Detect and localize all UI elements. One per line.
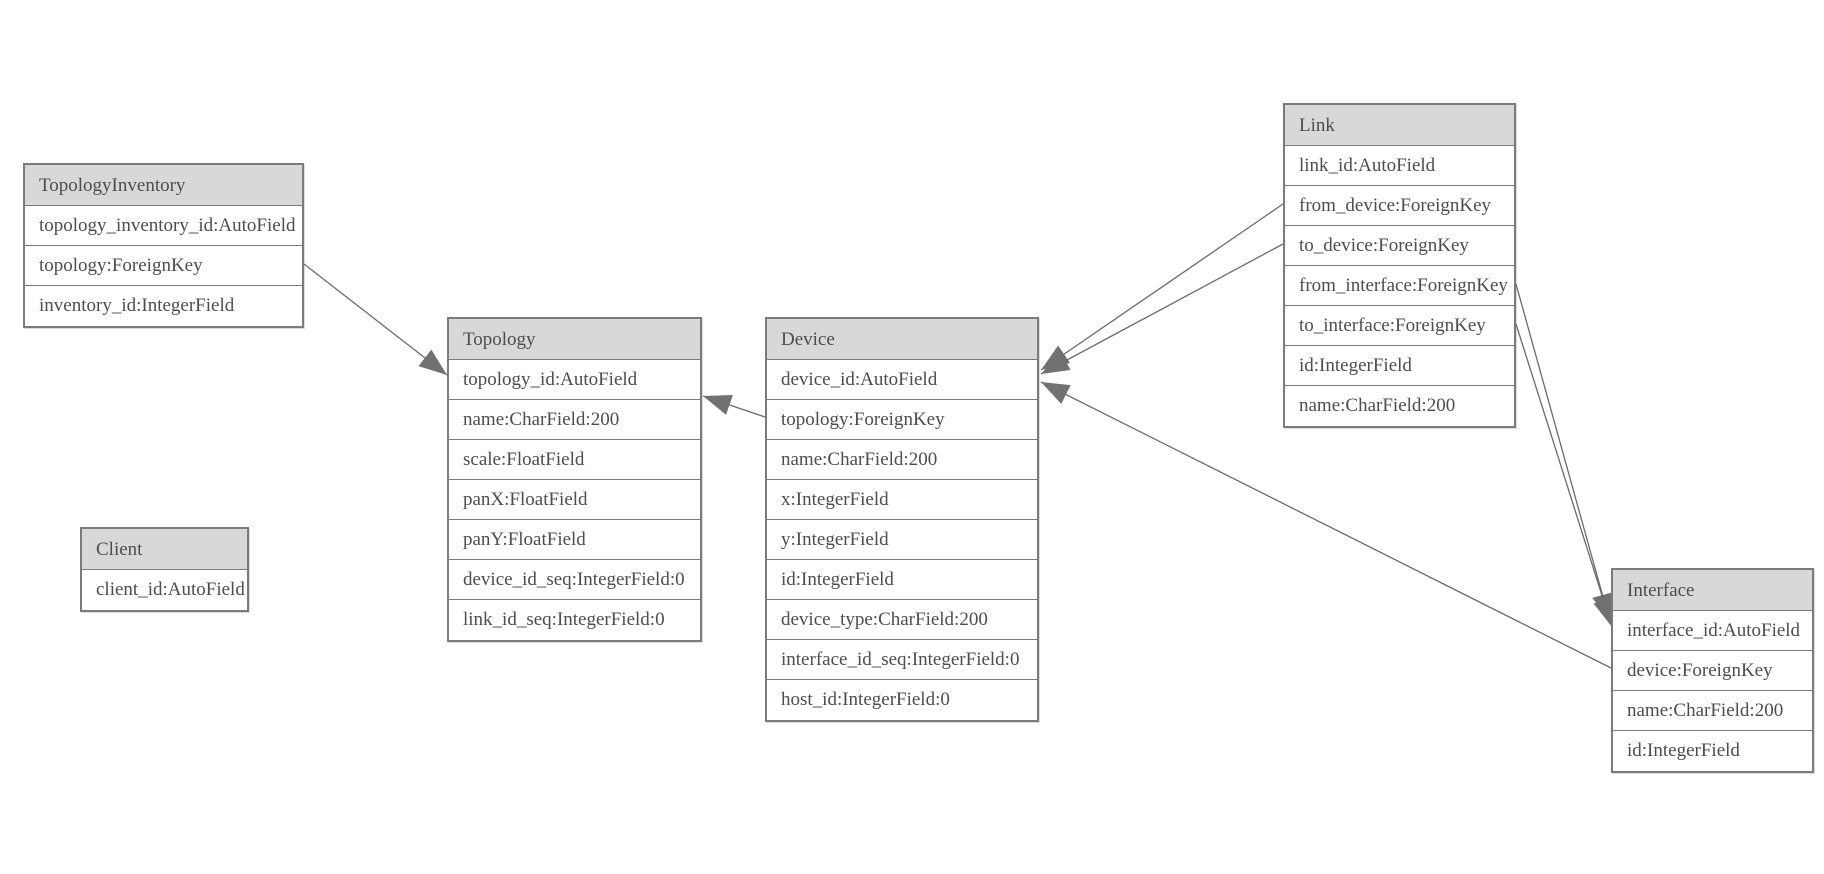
entity-field-row: from_interface:ForeignKey — [1285, 266, 1514, 306]
entity-title: Device — [767, 319, 1037, 360]
entity-field-row: id:IntegerField — [767, 560, 1037, 600]
entity-field-row: device_type:CharField:200 — [767, 600, 1037, 640]
entity-field-row: topology_inventory_id:AutoField — [25, 206, 302, 246]
entity-field-row: interface_id_seq:IntegerField:0 — [767, 640, 1037, 680]
relationship-line-link-to_device — [1040, 243, 1284, 375]
entity-field-row: host_id:IntegerField:0 — [767, 680, 1037, 720]
entity-field-row: device_id:AutoField — [767, 360, 1037, 400]
entity-field-row: topology:ForeignKey — [767, 400, 1037, 440]
relationship-line-link-to_interface — [1515, 323, 1614, 628]
entity-field-row: from_device:ForeignKey — [1285, 186, 1514, 226]
relationship-line-device-topology — [702, 395, 766, 418]
entity-title: Client — [82, 529, 247, 570]
entity-field-row: topology_id:AutoField — [449, 360, 700, 400]
relationship-line-link-from_interface — [1515, 283, 1613, 623]
entity-title: TopologyInventory — [25, 165, 302, 206]
entity-field-row: name:CharField:200 — [1613, 691, 1812, 731]
relationship-line-link-from_device — [1040, 203, 1284, 371]
entity-field-row: device_id_seq:IntegerField:0 — [449, 560, 700, 600]
entity-field-row: name:CharField:200 — [449, 400, 700, 440]
entity-field-row: name:CharField:200 — [1285, 386, 1514, 426]
entity-field-row: x:IntegerField — [767, 480, 1037, 520]
entity-title: Link — [1285, 105, 1514, 146]
entity-field-row: client_id:AutoField — [82, 570, 247, 610]
entity-field-row: panX:FloatField — [449, 480, 700, 520]
relationship-line-topologyinventory-topology — [303, 263, 448, 376]
entity-field-row: link_id:AutoField — [1285, 146, 1514, 186]
entity-field-row: link_id_seq:IntegerField:0 — [449, 600, 700, 640]
entity-field-row: device:ForeignKey — [1613, 651, 1812, 691]
entity-field-row: y:IntegerField — [767, 520, 1037, 560]
relationship-line-interface-device — [1040, 381, 1612, 669]
entity-title: Topology — [449, 319, 700, 360]
entity-title: Interface — [1613, 570, 1812, 611]
entity-field-row: scale:FloatField — [449, 440, 700, 480]
entity-field-row: id:IntegerField — [1613, 731, 1812, 771]
entity-field-row: panY:FloatField — [449, 520, 700, 560]
entity-field-row: to_interface:ForeignKey — [1285, 306, 1514, 346]
entity-field-row: name:CharField:200 — [767, 440, 1037, 480]
entity-field-row: id:IntegerField — [1285, 346, 1514, 386]
entity-field-row: to_device:ForeignKey — [1285, 226, 1514, 266]
entity-field-row: topology:ForeignKey — [25, 246, 302, 286]
entity-field-row: interface_id:AutoField — [1613, 611, 1812, 651]
entity-field-row: inventory_id:IntegerField — [25, 286, 302, 326]
